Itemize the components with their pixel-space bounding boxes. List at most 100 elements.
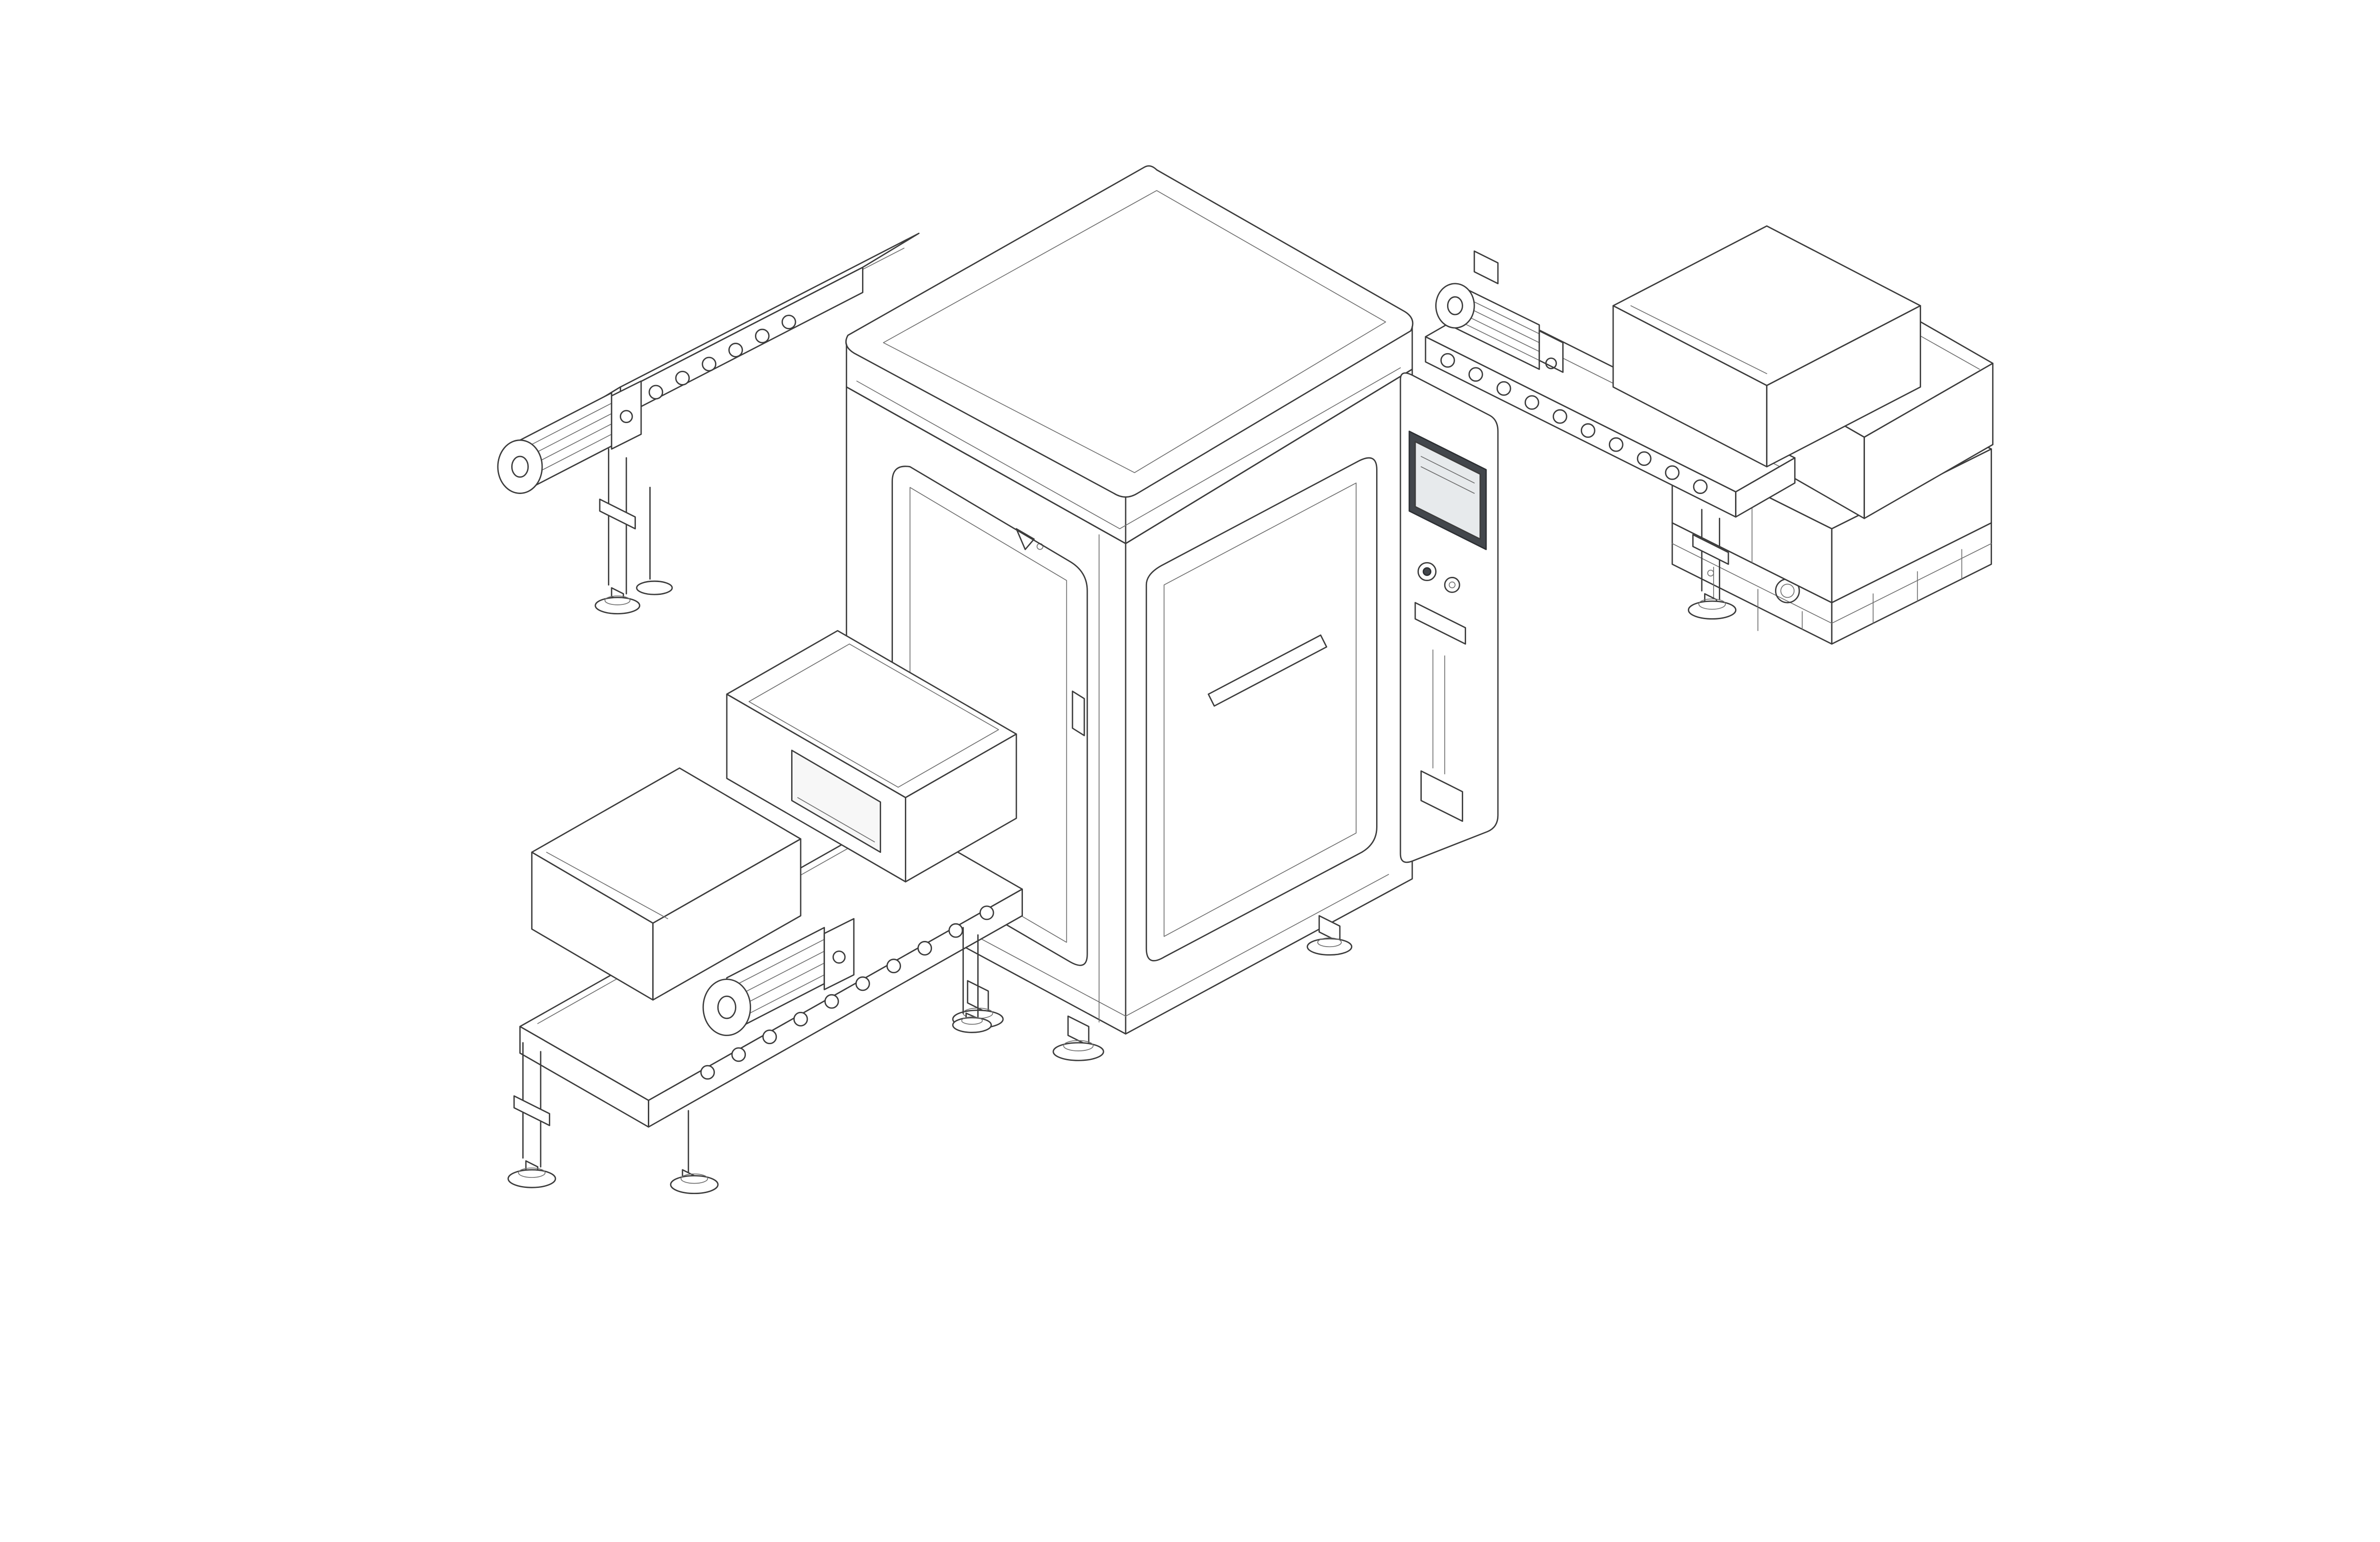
leg-posts-mid [962, 927, 979, 1021]
belt-roller [1636, 451, 1652, 466]
box-lid-line [546, 851, 668, 919]
control-button-core [1448, 581, 1456, 589]
motor-fins [726, 939, 825, 1026]
lid-band-edges [845, 326, 1413, 544]
box-lid-line [1630, 305, 1767, 375]
lid-top-face [845, 165, 1414, 498]
control-button-core [1422, 567, 1432, 576]
leg-bolt [1707, 570, 1714, 577]
touchscreen-display [1414, 441, 1481, 540]
belt-roller [979, 905, 994, 920]
belt-roller [1468, 367, 1483, 382]
leveling-foot-rear [636, 580, 673, 595]
belt-roller [1524, 395, 1539, 410]
foot-top [1317, 937, 1342, 948]
belt-roller [700, 1065, 715, 1080]
motor-shaft [620, 410, 633, 423]
brand-logo-mark [1015, 528, 1035, 550]
leg-plate [1692, 534, 1729, 565]
gear-motor-front [702, 918, 855, 1036]
foot-top [961, 1016, 983, 1025]
leg-plate [599, 498, 636, 530]
tunnel-hood [726, 630, 1017, 883]
motor-hub [1447, 296, 1463, 316]
motor-fins [519, 403, 612, 482]
motor-face [702, 979, 751, 1036]
motor-shaft [832, 950, 846, 964]
door-outline [892, 465, 1088, 966]
belt-roller [824, 994, 839, 1009]
hood-right-face [905, 733, 1017, 883]
belt-rollers [700, 905, 994, 1080]
foot-top [518, 1167, 546, 1178]
door-handle-slot [1208, 634, 1328, 707]
gear-motor-right [1435, 250, 1564, 373]
lid-chamfer-line [856, 367, 1401, 529]
leveling-foot [507, 1169, 556, 1188]
frame-end-cap [519, 1026, 649, 1128]
belt-roller [1665, 465, 1680, 480]
support-legs-front [507, 927, 992, 1194]
door-handle [1071, 691, 1085, 736]
box-right-face [652, 838, 802, 1001]
belt-roller [1440, 353, 1455, 368]
belt-roller [755, 328, 770, 344]
product-box-on-outfeed [1612, 225, 1921, 468]
motor-face [497, 439, 543, 494]
pallet-slat-line [1672, 543, 1992, 624]
lid-top-inset [883, 190, 1386, 473]
belt-roller [728, 343, 743, 357]
cabinet-feet [952, 915, 1353, 1061]
belt-roller [781, 315, 796, 329]
door-outline [1145, 457, 1378, 962]
belt-roller [1693, 479, 1708, 494]
motor-face [1435, 283, 1475, 329]
motor-hub [717, 995, 736, 1019]
control-panel-pod [1399, 372, 1499, 863]
outfeed-conveyor-right [1425, 250, 1796, 620]
motor-gearbox [1538, 330, 1564, 373]
motor-shaft [1545, 357, 1557, 369]
control-button [1444, 577, 1460, 593]
screen-content-lines [1420, 456, 1475, 494]
leveling-foot [1687, 600, 1736, 620]
box-right-face [1766, 305, 1921, 468]
support-leg-right [1687, 509, 1736, 620]
foot-top [1698, 598, 1726, 610]
leveling-foot [1052, 1042, 1104, 1061]
leveling-foot [595, 596, 641, 614]
motor-hub [511, 455, 529, 478]
door-inner-line [1163, 482, 1357, 937]
belt-roller [1608, 437, 1624, 452]
panel-conduit [1432, 649, 1446, 775]
tunnel-opening [791, 750, 882, 853]
belt-roller [1496, 381, 1511, 396]
motor-gearbox [611, 380, 642, 450]
leg-posts [608, 448, 651, 594]
support-leg-left [595, 448, 673, 614]
pallet-slat-gaps-right [1873, 549, 1963, 624]
side-door [1145, 457, 1378, 962]
product-box-on-infeed [531, 767, 802, 1001]
panel-junction-box [1420, 770, 1463, 822]
belt-roller [855, 976, 870, 991]
belt-roller [793, 1012, 808, 1027]
belt-roller [1552, 409, 1567, 424]
motor-gearbox [823, 918, 855, 990]
outfeed-conveyor-left [497, 232, 920, 614]
hood-top-inset [748, 643, 999, 788]
foot-top [680, 1173, 708, 1184]
gear-motor-left [497, 380, 642, 494]
belt-roller [702, 356, 717, 372]
pallet-badge-inner [1780, 583, 1795, 598]
leveling-foot [952, 1017, 992, 1033]
leg-plate [513, 1095, 550, 1127]
belt-roller [886, 959, 901, 974]
belt-roller [675, 371, 690, 386]
main-cabinet [845, 165, 1499, 1061]
belt-roller [731, 1047, 746, 1062]
motor-junction-box [1473, 250, 1499, 285]
tunnel-belt-line [797, 797, 875, 842]
belt-roller [648, 385, 664, 400]
